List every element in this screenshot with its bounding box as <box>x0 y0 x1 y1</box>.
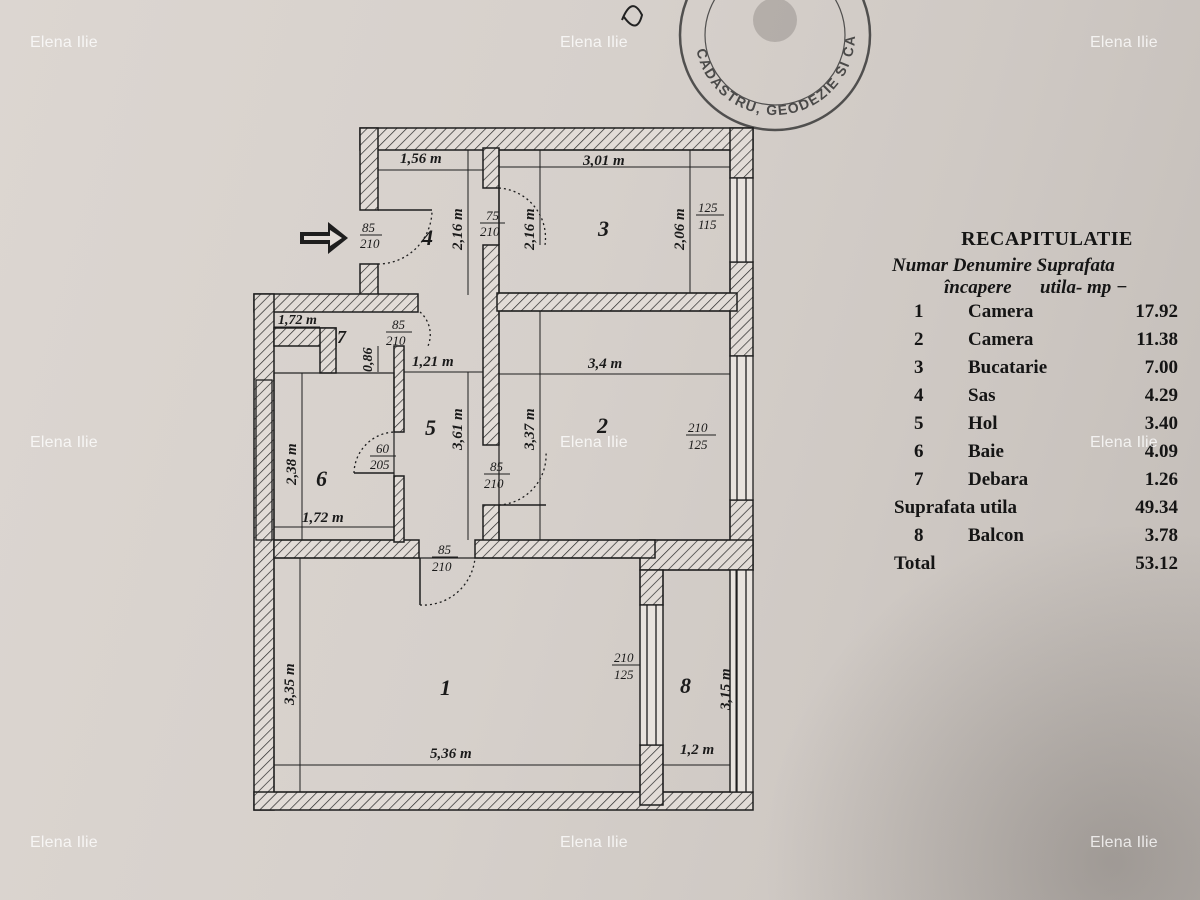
room-label-3: 3 <box>597 216 609 241</box>
dim-text: 2,16 m <box>450 208 466 251</box>
windows <box>255 177 754 793</box>
svg-text:210: 210 <box>480 224 500 239</box>
dim-text: 1,21 m <box>412 354 454 370</box>
svg-text:CADASTRU, GEODEZIE SI CARTOGRA: CADASTRU, GEODEZIE SI CARTOGRAFIE <box>0 0 858 118</box>
recap-header: Numar Denumire Suprafata <box>892 255 1115 276</box>
watermark: Elena Ilie <box>30 834 98 851</box>
svg-text:85: 85 <box>392 317 406 332</box>
room-label-6: 6 <box>316 466 327 491</box>
room-label-1: 1 <box>440 675 451 700</box>
opening-entrance: 85 210 <box>360 220 382 251</box>
dim-text: 3,61 m <box>450 408 466 451</box>
dim-text: 5,36 m <box>430 746 472 762</box>
table-row: 7 Debara 1.26 <box>914 469 1178 490</box>
dim-text: 2,38 m <box>284 443 300 486</box>
svg-text:115: 115 <box>698 217 717 232</box>
dim-text: 1,72 m <box>302 510 344 526</box>
svg-text:75: 75 <box>486 208 500 223</box>
dim-text: 0,86 <box>361 348 376 373</box>
opening-room2-window: 210 125 <box>686 420 716 452</box>
dim-text: 3,37 m <box>522 408 538 451</box>
dim-text: 2,06 m <box>672 208 688 251</box>
watermark: Elena Ilie <box>30 434 98 451</box>
dim-text: 3,01 m <box>582 153 625 169</box>
dimension-lines <box>274 150 737 792</box>
svg-text:205: 205 <box>370 457 390 472</box>
room-label-5: 5 <box>425 415 436 440</box>
usable-area-row: Suprafata utila 49.34 <box>894 497 1178 518</box>
dim-text: 3,4 m <box>587 356 622 372</box>
door-swings <box>353 187 547 606</box>
opening-room1-window: 210 125 <box>612 650 640 682</box>
table-row: 1 Camera 17.92 <box>914 301 1178 322</box>
svg-text:210: 210 <box>614 650 634 665</box>
opening-kitchen-window: 125 115 <box>696 200 724 232</box>
room-label-8: 8 <box>680 673 691 698</box>
svg-text:210: 210 <box>432 559 452 574</box>
opening-room1-door: 85 210 <box>432 542 458 574</box>
recap-header-2: încapere utila- mp − <box>944 277 1128 298</box>
signature <box>621 5 644 27</box>
watermark: Elena Ilie <box>560 434 628 451</box>
svg-text:210: 210 <box>386 333 406 348</box>
dim-text: 1,2 m <box>680 742 714 758</box>
watermark: Elena Ilie <box>1090 834 1158 851</box>
svg-text:85: 85 <box>490 459 504 474</box>
dim-text: 2,16 m <box>522 208 538 251</box>
watermark: Elena Ilie <box>560 834 628 851</box>
opening-kitchen-door: 75 210 <box>480 208 505 239</box>
room-label-4: 4 <box>421 225 433 250</box>
table-row: 4 Sas 4.29 <box>914 385 1178 406</box>
opening-fractions: 85 210 75 210 125 115 85 210 210 125 60 … <box>360 200 724 682</box>
table-row: 5 Hol 3.40 <box>914 413 1178 434</box>
svg-text:125: 125 <box>688 437 708 452</box>
watermark: Elena Ilie <box>1090 34 1158 51</box>
watermark: Elena Ilie <box>1090 434 1158 451</box>
table-row: 2 Camera 11.38 <box>914 329 1178 350</box>
svg-text:85: 85 <box>438 542 452 557</box>
svg-text:210: 210 <box>360 236 380 251</box>
recap-title: RECAPITULATIE <box>961 228 1133 250</box>
dim-text: 3,35 m <box>282 663 298 706</box>
stamp-text: CADASTRU, GEODEZIE SI CARTOGRAFIE <box>0 0 857 118</box>
opening-debara-door: 85 210 <box>386 317 412 348</box>
svg-text:125: 125 <box>614 667 634 682</box>
opening-bath-door: 60 205 <box>370 441 396 472</box>
door-leaves <box>354 188 546 605</box>
watermark: Elena Ilie <box>560 34 628 51</box>
room-label-2: 2 <box>596 413 608 438</box>
total-row: Total 53.12 <box>894 553 1178 574</box>
svg-text:125: 125 <box>698 200 718 215</box>
table-row: 3 Bucatarie 7.00 <box>914 357 1178 378</box>
dim-text: 3,15 m <box>718 668 734 711</box>
dim-text: 1,72 m <box>278 313 317 328</box>
svg-text:210: 210 <box>688 420 708 435</box>
dim-text: 1,56 m <box>400 151 442 167</box>
cadastre-stamp: CADASTRU, GEODEZIE SI CARTOGRAFIE <box>0 0 872 132</box>
table-row: 6 Baie 4.09 <box>914 441 1178 462</box>
opening-room2-door: 85 210 <box>484 459 510 491</box>
svg-text:210: 210 <box>484 476 504 491</box>
watermark: Elena Ilie <box>30 34 98 51</box>
entrance-arrow-icon <box>300 222 348 254</box>
svg-text:85: 85 <box>362 220 376 235</box>
recap-table: RECAPITULATIE Numar Denumire Suprafata î… <box>892 228 1192 581</box>
svg-text:60: 60 <box>376 441 390 456</box>
room-label-7: 7 <box>337 327 347 347</box>
table-row: 8 Balcon 3.78 <box>914 525 1178 546</box>
